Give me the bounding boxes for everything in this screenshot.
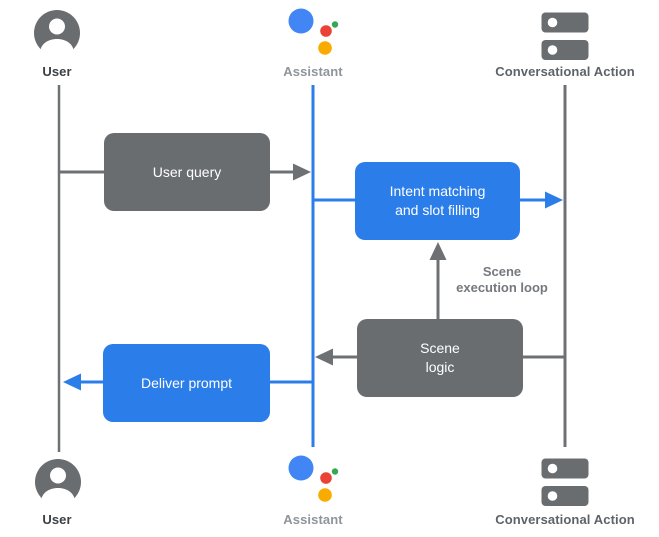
scene-logic-box: Scene logic xyxy=(357,319,523,397)
arrowhead-right-to-action xyxy=(545,191,563,209)
arrowhead-left-to-assistant xyxy=(315,348,333,366)
scene-logic-box-line2: logic xyxy=(425,359,455,375)
assistant-label-bottom: Assistant xyxy=(283,512,343,527)
user-query-box: User query xyxy=(104,133,270,211)
assistant-icon xyxy=(288,8,339,55)
user-label-bottom: User xyxy=(42,512,72,527)
assistant-icon xyxy=(288,455,339,502)
scene-execution-loop-line1: Scene xyxy=(482,264,522,279)
scene-execution-loop-label: Scene execution loop xyxy=(438,264,566,296)
conversational-action-label-bottom: Conversational Action xyxy=(495,512,635,527)
user-icon xyxy=(35,459,81,505)
user-query-box-label: User query xyxy=(152,163,222,180)
scene-logic-box-line1: Scene xyxy=(420,340,460,356)
assistant-label-top: Assistant xyxy=(283,64,343,79)
user-label-top: User xyxy=(42,64,72,79)
deliver-prompt-box: Deliver prompt xyxy=(103,344,270,422)
intent-matching-box-line2: and slot filling xyxy=(395,202,480,218)
intent-matching-box-line1: Intent matching xyxy=(389,183,486,199)
arrowhead-left-to-user xyxy=(63,373,81,391)
server-icon xyxy=(541,12,589,60)
scene-execution-loop-line2: execution loop xyxy=(456,280,548,295)
conversational-action-label-top: Conversational Action xyxy=(495,64,635,79)
arrowhead-right-to-assistant xyxy=(293,163,311,181)
user-icon xyxy=(34,10,80,56)
arrowhead-up-to-intent-matching xyxy=(429,242,447,260)
server-icon xyxy=(541,458,589,506)
intent-matching-box: Intent matching and slot filling xyxy=(355,162,520,240)
deliver-prompt-box-label: Deliver prompt xyxy=(140,374,233,391)
